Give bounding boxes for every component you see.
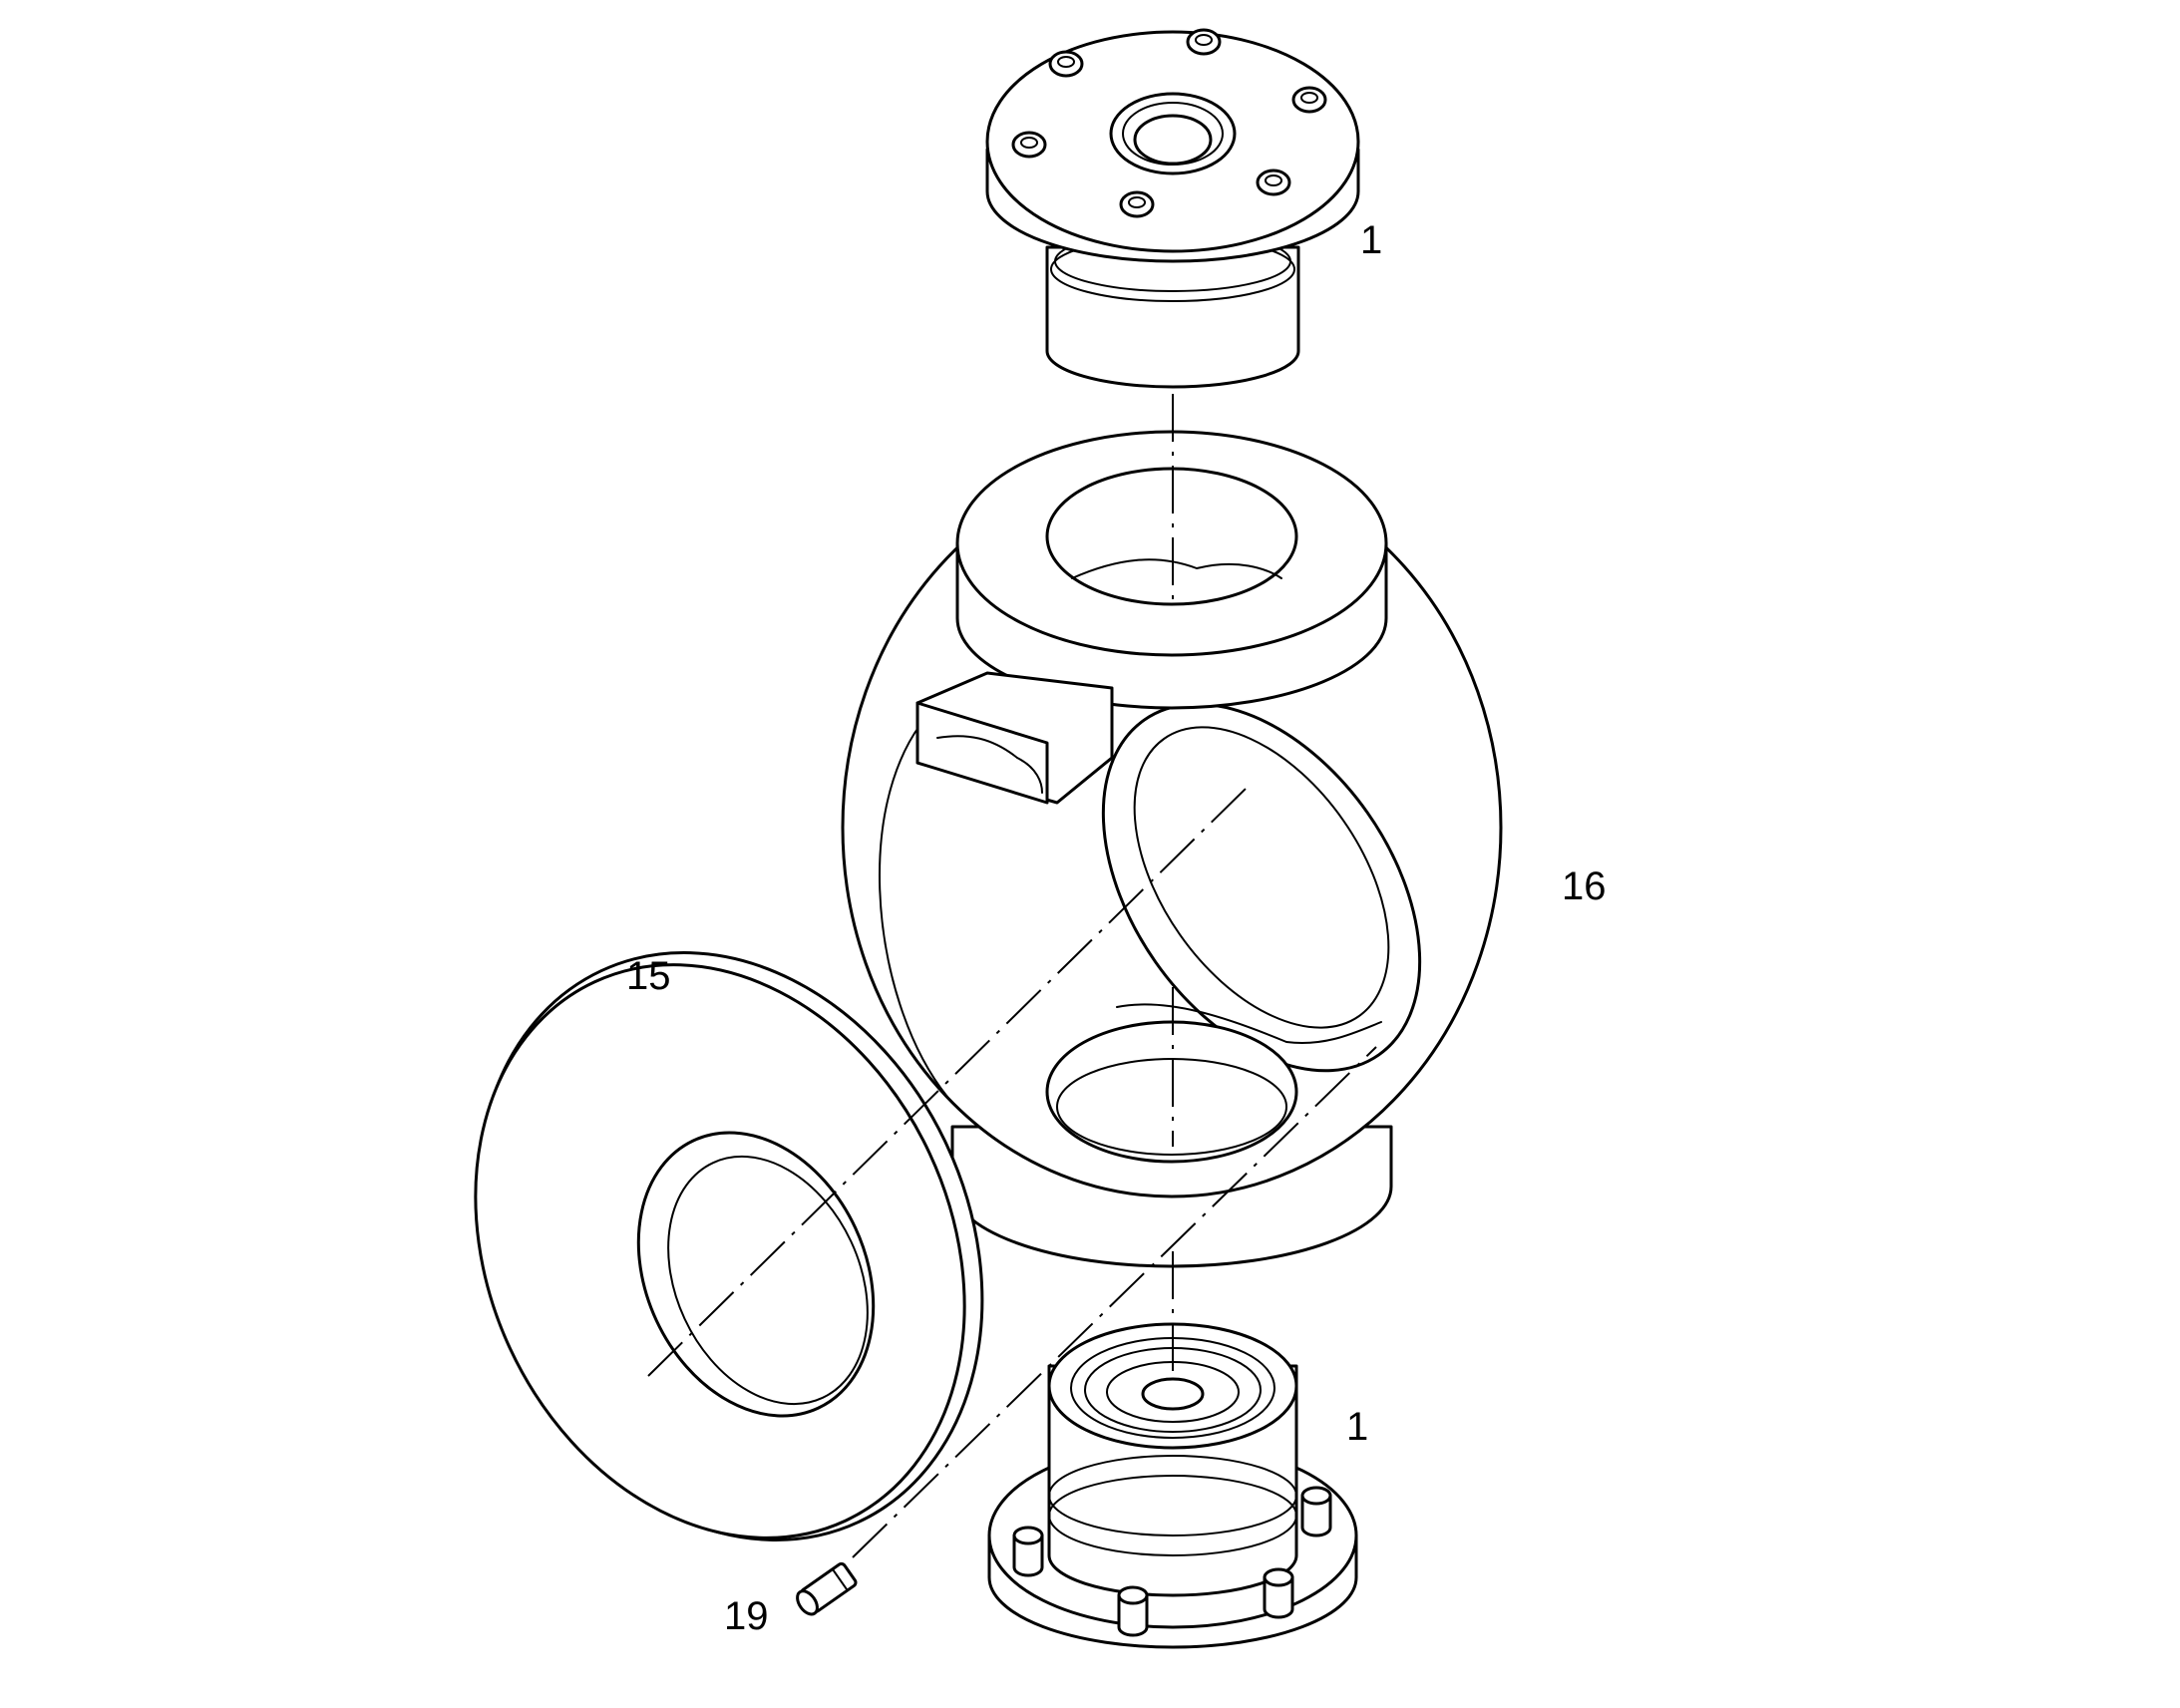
body-side-port xyxy=(1101,702,1422,1073)
body-left-rim xyxy=(879,697,948,1098)
dowel-pin-icon xyxy=(1117,1593,1149,1637)
bottom-flange-assembly xyxy=(987,1322,1358,1649)
bolt-socket-icon xyxy=(1020,137,1038,149)
body-top-bore-cut xyxy=(1071,558,1282,579)
bolt-head-icon xyxy=(1256,169,1291,196)
bottom-cylinder-ring-2 xyxy=(1048,1475,1297,1556)
seat-disc-bore-inner xyxy=(667,1155,869,1406)
top-flange-bore xyxy=(1133,114,1213,166)
bolt-socket-icon xyxy=(1195,34,1213,46)
locating-pin-chamfer xyxy=(831,1567,849,1592)
bottom-center-bore xyxy=(1141,1377,1205,1411)
dowel-pin-top-icon xyxy=(1300,1486,1332,1506)
diagonal-centerline-pin xyxy=(852,1046,1377,1558)
top-flange-bolts xyxy=(1011,28,1327,218)
bolt-socket-icon xyxy=(1128,196,1146,208)
body-side-port-inner xyxy=(1133,726,1390,1029)
dowel-pin-top-icon xyxy=(1117,1585,1149,1605)
bolt-head-icon xyxy=(1048,50,1084,78)
callout-seat-disc: 15 xyxy=(626,954,671,998)
dowel-pin-top-icon xyxy=(1263,1567,1294,1587)
centerlines xyxy=(647,394,1377,1558)
bottom-flange-pins xyxy=(1012,1486,1332,1637)
locating-pin xyxy=(796,1561,858,1616)
callout-body: 16 xyxy=(1562,864,1607,908)
callout-labels: 1 16 15 1 19 xyxy=(626,218,1607,1638)
dowel-pin-icon xyxy=(1012,1534,1044,1577)
bottom-cylinder-ring xyxy=(1048,1455,1297,1537)
bolt-head-icon xyxy=(1291,86,1327,114)
callout-top-flange: 1 xyxy=(1360,218,1382,262)
seat-disc-bore xyxy=(636,1131,876,1418)
bolt-head-icon xyxy=(1186,28,1222,56)
valve-body xyxy=(841,430,1503,1268)
callout-pin: 19 xyxy=(724,1594,769,1638)
top-flange-assembly xyxy=(985,28,1360,389)
callout-bottom-flange: 1 xyxy=(1346,1405,1368,1449)
seat-disc xyxy=(474,951,984,1541)
bolt-socket-icon xyxy=(1265,174,1282,186)
body-lug-groove xyxy=(936,735,1043,794)
body-lug-front xyxy=(915,701,1049,805)
locating-pin-end xyxy=(796,1589,819,1616)
body-bottom-cut xyxy=(1116,1003,1382,1044)
bolt-head-icon xyxy=(1119,190,1155,218)
top-flange-neck xyxy=(1045,245,1300,389)
bolt-head-icon xyxy=(1011,131,1047,159)
dowel-pin-top-icon xyxy=(1012,1526,1044,1545)
bolt-socket-icon xyxy=(1300,92,1318,104)
diagonal-centerline-seat xyxy=(647,787,1248,1377)
dowel-pin-icon xyxy=(1263,1575,1294,1619)
bolt-socket-icon xyxy=(1057,56,1075,68)
dowel-pin-icon xyxy=(1300,1494,1332,1537)
